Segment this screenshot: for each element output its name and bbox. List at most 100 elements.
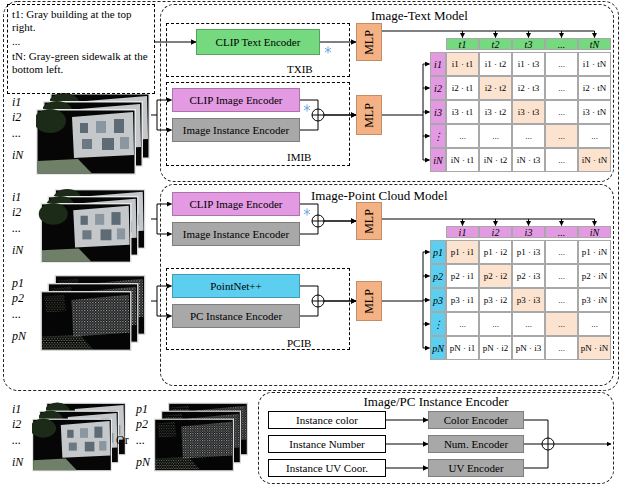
- label-text: p2 · i3: [517, 271, 541, 281]
- matrix-row-header: i1: [430, 52, 446, 76]
- point-index: p2: [12, 291, 24, 305]
- pointcloud-stack: [155, 403, 248, 471]
- label-text: i2 · t3: [518, 83, 540, 93]
- encoder-box: Image Instance Encoder: [172, 118, 300, 142]
- label-text: pN: [136, 455, 150, 469]
- label-text: p3 · i1: [451, 295, 475, 305]
- label-text: pN · i2: [483, 343, 509, 353]
- image-index: ...: [12, 433, 21, 447]
- encoder-box: Image Instance Encoder: [172, 222, 300, 246]
- matrix-header: i1: [446, 226, 479, 238]
- matrix-cell: ...: [446, 312, 479, 336]
- input-box: Instance Number: [268, 435, 386, 453]
- label-text: ...: [558, 107, 565, 117]
- image-index: i1: [12, 190, 21, 204]
- label-text: i2 · t1: [452, 83, 474, 93]
- arrow-connector: [300, 204, 356, 221]
- matrix-cell: p3 · i3: [512, 288, 545, 312]
- model-region: Image/PC Instance EncoderInstance colorC…: [258, 392, 614, 484]
- image-index: i1: [12, 402, 21, 416]
- encoder-box: CLIP Text Encoder: [196, 29, 320, 55]
- label-text: pN · i1: [450, 343, 476, 353]
- matrix-cell: p1 · i1: [446, 240, 479, 264]
- matrix-cell: p2 · i2: [479, 264, 512, 288]
- matrix-cell: i3 · t2: [479, 100, 512, 124]
- label-text: ...: [459, 131, 466, 141]
- matrix-cell: p1 · iN: [578, 240, 611, 264]
- label-text: ...: [591, 319, 598, 329]
- label-text: ...: [558, 59, 565, 69]
- box-label: PointNet++: [210, 280, 262, 292]
- label-text: i1: [459, 227, 467, 238]
- label-text: p2 · i2: [484, 271, 508, 281]
- mlp-box: MLP: [356, 95, 382, 135]
- label-text: ...: [492, 319, 499, 329]
- label-text: i1 · t1: [452, 59, 474, 69]
- arrow-connector: [300, 115, 356, 130]
- matrix-cell: p3 · iN: [578, 288, 611, 312]
- label-text: iN: [12, 243, 23, 257]
- matrix-row-header: ⋮: [430, 312, 446, 336]
- box-label: Instance Number: [289, 438, 364, 450]
- matrix-cell: i2 · t1: [446, 76, 479, 100]
- matrix-cell: ...: [545, 240, 578, 264]
- label-text: p1 · i3: [517, 247, 541, 257]
- image-stack: [30, 403, 125, 471]
- region-title: Image/PC Instance Encoder: [259, 394, 613, 409]
- label-text: p2: [433, 271, 443, 282]
- pointcloud-stack: [41, 276, 145, 351]
- encoder-box: PointNet++: [172, 274, 300, 298]
- image-index: iN: [12, 243, 23, 257]
- matrix-header: ...: [545, 226, 578, 238]
- label-text: t1: [459, 39, 467, 50]
- label-text: ...: [558, 295, 565, 305]
- label-text: ...: [12, 221, 21, 235]
- input-box: Instance UV Coor.: [268, 459, 386, 477]
- box-label: CLIP Text Encoder: [216, 36, 301, 48]
- box-label: PC Instance Encoder: [190, 310, 282, 322]
- matrix-cell: i1 · tN: [578, 52, 611, 76]
- label-text: i3: [434, 107, 442, 118]
- matrix-row-header: i3: [430, 100, 446, 124]
- box-label: Num. Encoder: [444, 438, 508, 450]
- matrix-header: iN: [578, 226, 611, 238]
- region-title: Image-Text Model: [371, 8, 468, 23]
- block-group: TXIBCLIP Text Encoder: [166, 23, 350, 77]
- matrix-cell: ...: [446, 124, 479, 148]
- label-text: ...: [591, 131, 598, 141]
- matrix-cell: ...: [545, 124, 578, 148]
- label-text: ...: [525, 131, 532, 141]
- label-text: iN · t3: [517, 155, 541, 165]
- block-label: IMIB: [287, 150, 311, 164]
- label-text: ...: [12, 126, 21, 140]
- image-index: iN: [12, 148, 23, 162]
- label-text: i1: [12, 190, 21, 204]
- matrix-cell: p3 · i2: [479, 288, 512, 312]
- point-index: ...: [136, 433, 145, 447]
- label-text: iN · t2: [484, 155, 508, 165]
- matrix-header: t3: [512, 38, 545, 50]
- image-index: ...: [12, 221, 21, 235]
- matrix-cell: ...: [545, 76, 578, 100]
- label-text: i3 · t1: [452, 107, 474, 117]
- matrix-row-header: i2: [430, 76, 446, 100]
- label-text: ...: [558, 83, 565, 93]
- encoder-box: PC Instance Encoder: [172, 304, 300, 328]
- label-text: i2: [12, 205, 21, 219]
- matrix-cell: i3 · t3: [512, 100, 545, 124]
- matrix-cell: p3 · i1: [446, 288, 479, 312]
- label-text: ...: [136, 433, 145, 447]
- matrix-row-header: p3: [430, 288, 446, 312]
- text-prompt-box: t1: Gray building at the top right....tN…: [7, 4, 155, 94]
- label-text: ...: [12, 307, 21, 321]
- label-text: i1: [434, 59, 442, 70]
- image-index: i2: [12, 417, 21, 431]
- label-text: p2 · iN: [582, 271, 608, 281]
- point-index: p1: [136, 402, 148, 416]
- matrix-cell: i2 · tN: [578, 76, 611, 100]
- matrix-cell: ...: [512, 124, 545, 148]
- label-text: ...: [558, 319, 565, 329]
- label-text: i2: [12, 417, 21, 431]
- label-text: i3 · tN: [583, 107, 607, 117]
- label-text: pN: [432, 343, 444, 354]
